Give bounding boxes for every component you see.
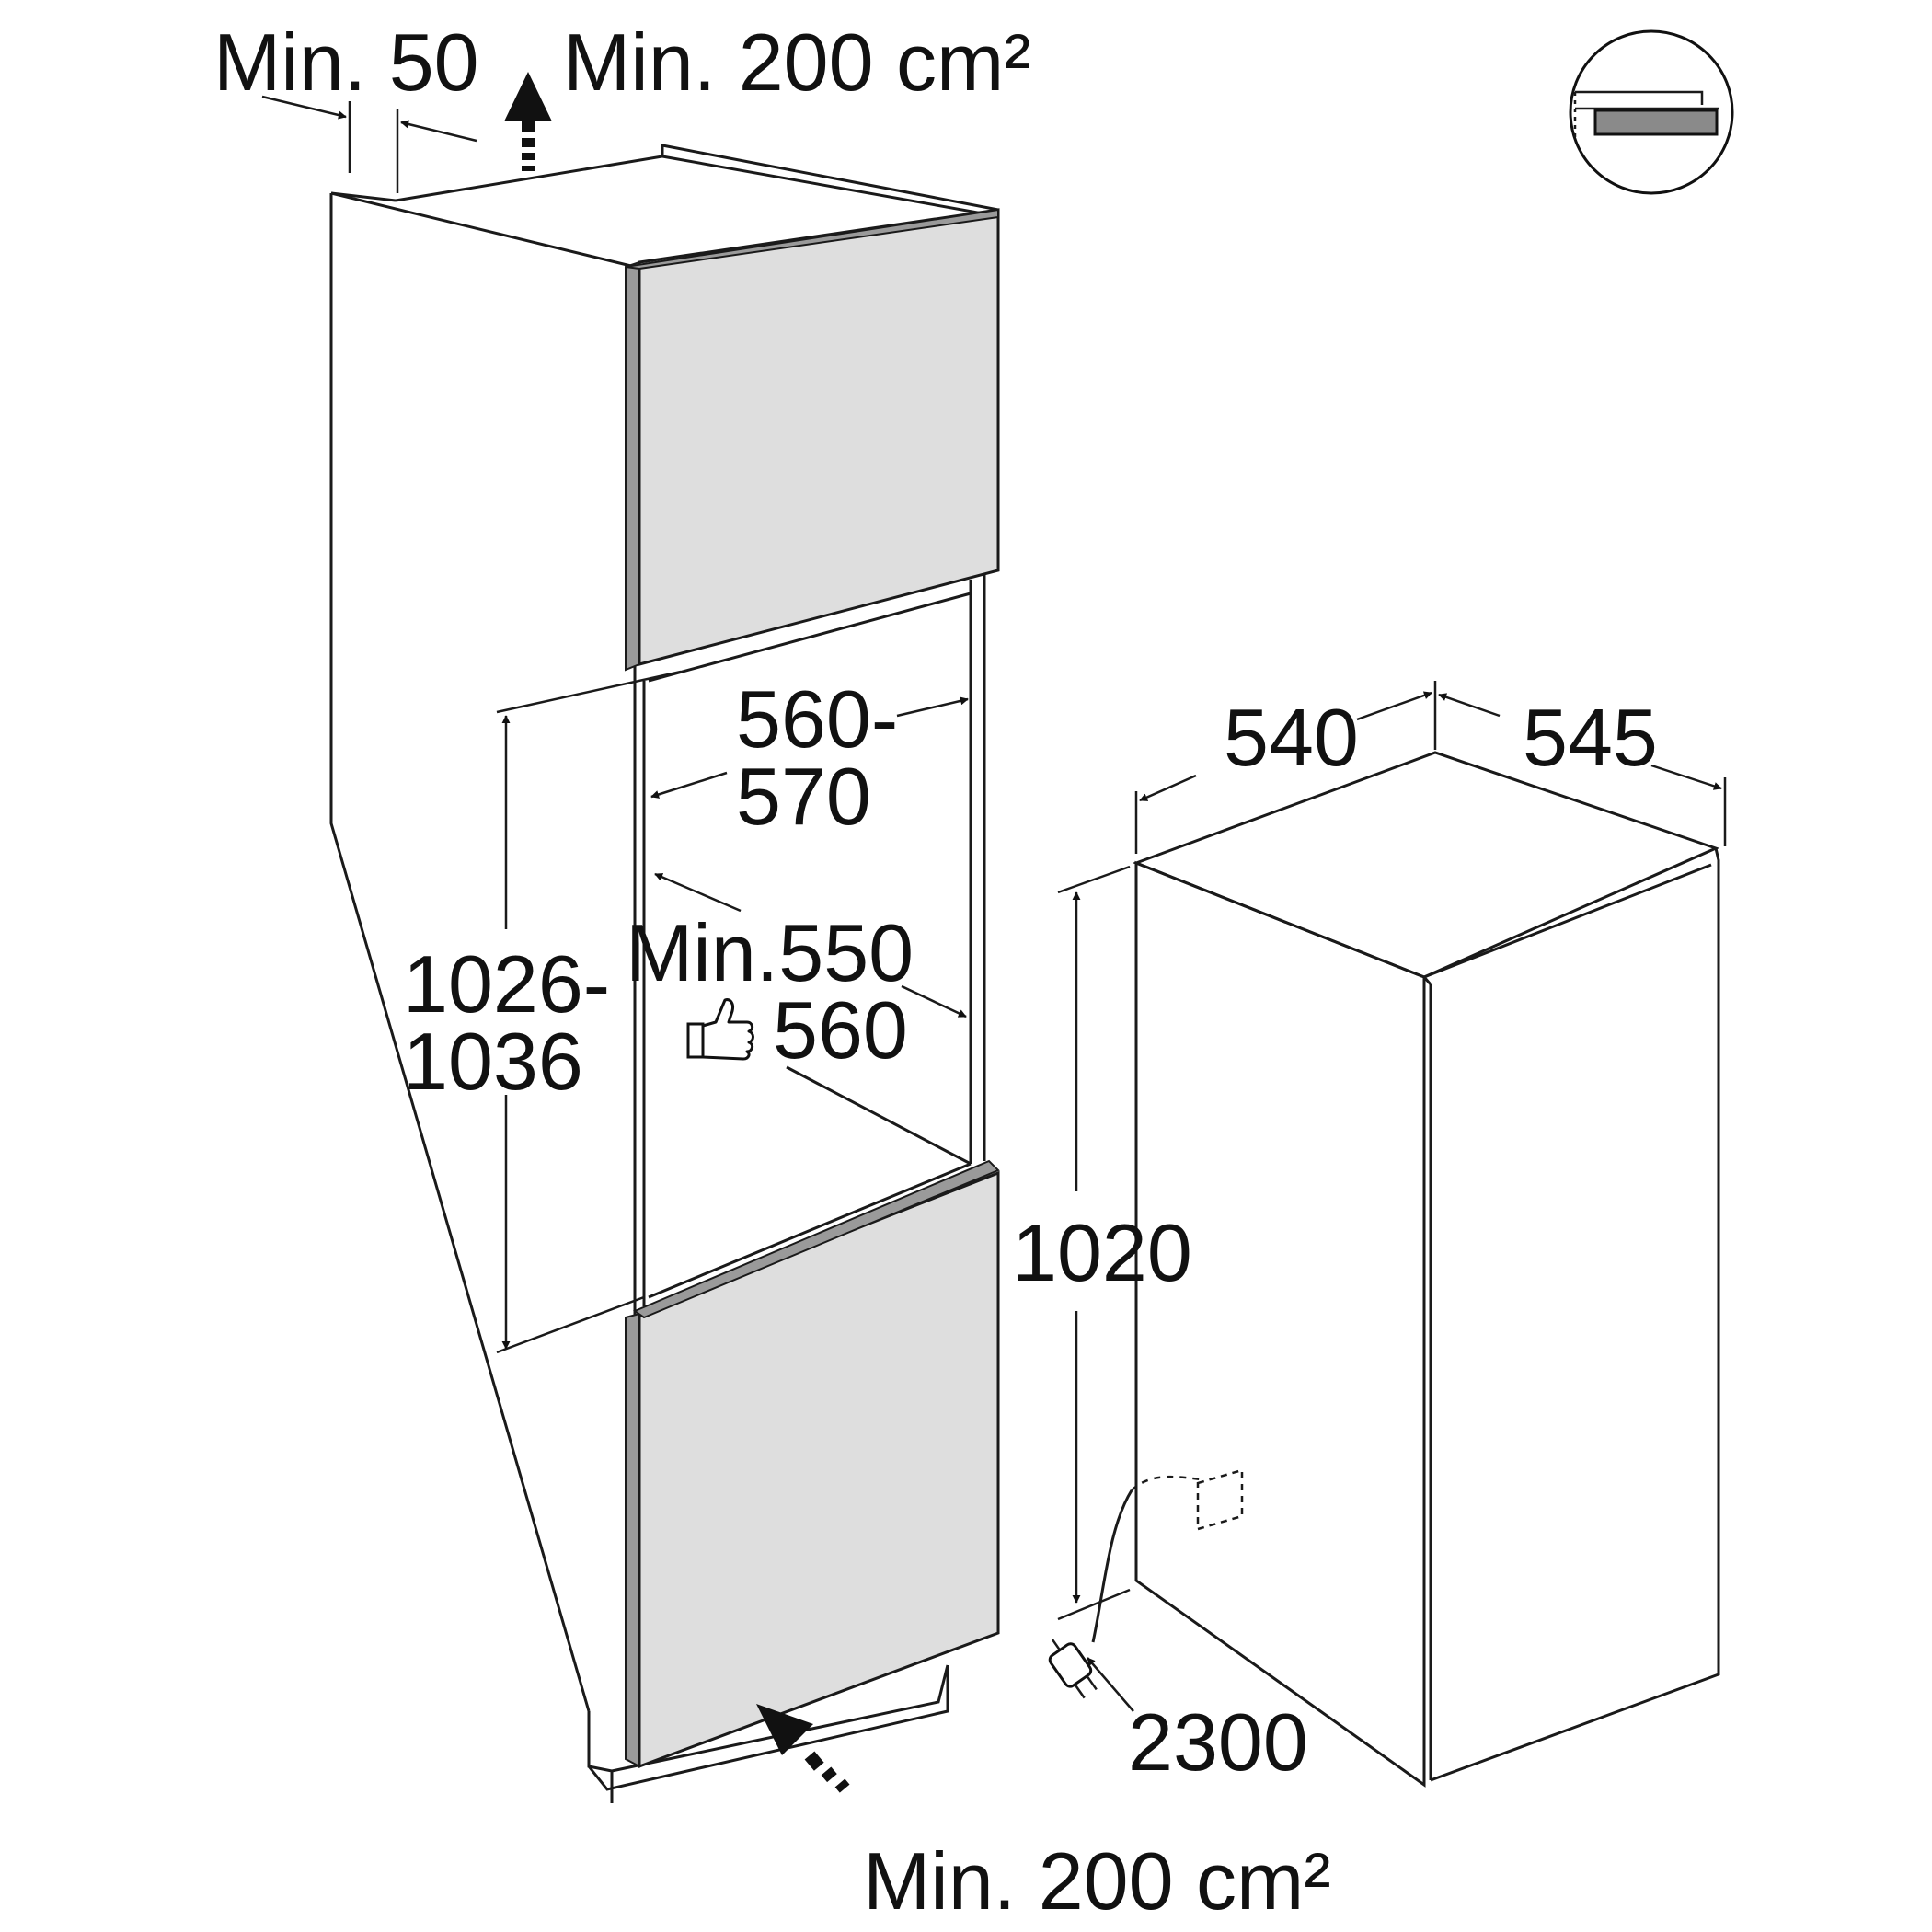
top-vent-arrow: Min. 200 cm² (504, 17, 1031, 171)
top-gap-dimension: Min. 50 (213, 17, 479, 193)
niche-height-line2: 1036 (403, 1016, 583, 1107)
cable-length-label: 2300 (1128, 1696, 1308, 1788)
appliance-depth-dimension: 545 (1438, 692, 1727, 846)
bottom-vent-label: Min. 200 cm² (863, 1835, 1331, 1926)
power-plug-icon (1048, 1639, 1098, 1699)
thumbs-up-icon (686, 998, 754, 1061)
appliance-depth-label: 545 (1523, 692, 1658, 783)
appliance-body (1132, 751, 1720, 1788)
bottom-vent-arrow: Min. 200 cm² (756, 1704, 1331, 1926)
power-cable (1048, 1468, 1244, 1699)
niche-height-line1: 1026- (403, 938, 610, 1029)
niche-width-dimension: 560- 570 (650, 673, 969, 842)
niche-height-dimension: 1026- 1036 (403, 670, 682, 1354)
niche-depth-min-label: Min.550 (626, 907, 914, 998)
upper-door-panel (625, 208, 1000, 672)
lower-door-panel (625, 1159, 1000, 1769)
flush-door-icon (1569, 29, 1734, 195)
appliance-width-dimension: 540 (1134, 681, 1437, 854)
top-vent-label: Min. 200 cm² (563, 17, 1031, 108)
cable-length-dimension: 2300 (1087, 1657, 1308, 1788)
niche-depth-dimension: Min.550 560 (626, 872, 967, 1075)
top-gap-label: Min. 50 (213, 17, 479, 108)
appliance-height-label: 1020 (1012, 1207, 1192, 1298)
appliance-height-dimension: 1020 (1012, 865, 1192, 1621)
niche-depth-recommended-label: 560 (773, 984, 908, 1075)
niche-width-line1: 560- (736, 673, 898, 765)
appliance-width-label: 540 (1224, 692, 1359, 783)
niche-width-line2: 570 (736, 751, 871, 842)
wall-socket-icon (1196, 1468, 1244, 1531)
